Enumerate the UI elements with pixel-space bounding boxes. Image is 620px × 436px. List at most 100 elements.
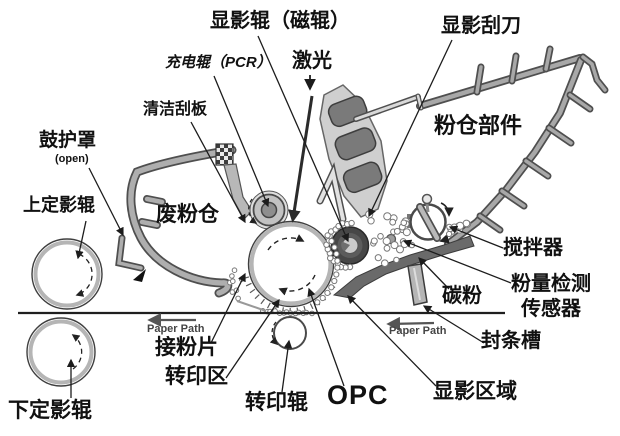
waste-hopper-frame <box>126 145 237 298</box>
label-dev-roller: 显影辊（磁辊） <box>210 10 350 32</box>
drum-fringe-tick <box>266 302 271 309</box>
toner-particle <box>396 245 404 254</box>
hopper-right-fins <box>476 91 594 234</box>
transfer-roller-part <box>269 316 307 350</box>
toner-particle <box>400 219 408 227</box>
seal-slot-bar <box>407 263 428 306</box>
toner-particle <box>383 212 392 221</box>
label-charge-roller: 充电辊（PCR） <box>165 54 272 71</box>
toner-particle <box>230 278 236 285</box>
toner-particle <box>456 221 465 230</box>
leader-charge-roller <box>213 75 270 208</box>
leader-dev-roller <box>257 35 349 243</box>
toner-particle <box>393 227 401 235</box>
label-paper-path-left: Paper Path <box>147 323 205 335</box>
hopper-top-fins <box>473 45 554 96</box>
label-transfer-roller: 转印辊 <box>245 391 308 414</box>
hopper-floor <box>332 235 475 299</box>
toner-particle <box>402 228 411 237</box>
toner-particle <box>333 250 340 257</box>
label-toner: 碳粉 <box>442 285 482 307</box>
label-lower-fuser: 下定影辊 <box>8 399 92 422</box>
toner-particle <box>331 244 338 251</box>
label-dev-area: 显影区域 <box>433 380 517 403</box>
hopper-shell <box>416 45 609 248</box>
drum-shutter-part <box>115 234 145 272</box>
toner-particle <box>381 259 389 268</box>
leader-dev-area <box>347 295 437 387</box>
toner-particle <box>334 257 341 264</box>
label-toner-sensor-1: 粉量检测 <box>511 273 591 295</box>
leader-catch-sheet <box>210 272 246 344</box>
leader-upper-fuser <box>75 220 87 260</box>
dev-roller-part <box>330 226 370 265</box>
leader-lines <box>66 35 512 398</box>
leader-opc <box>307 287 345 387</box>
drum-fringe-tick <box>309 303 314 310</box>
toner-particle <box>333 271 340 278</box>
label-agitator: 搅拌器 <box>503 237 563 259</box>
toner-particle <box>383 244 391 252</box>
leader-transfer-roller <box>281 339 293 393</box>
catch-sheet-part <box>236 300 267 312</box>
leader-drum-shutter <box>88 167 124 237</box>
motion-arrow <box>133 269 146 282</box>
upper-fuser-part <box>31 238 103 310</box>
drum-fringe-tick <box>254 294 260 300</box>
label-dev-blade: 显影刮刀 <box>441 15 521 37</box>
toner-particle <box>331 277 338 285</box>
toner-particle <box>328 238 335 245</box>
toner-particle <box>319 294 326 302</box>
label-paper-path-right: Paper Path <box>389 325 447 337</box>
toner-particle <box>446 230 453 238</box>
leader-transfer-area <box>225 298 280 379</box>
toner-particle <box>374 254 382 262</box>
leader-agitator <box>448 225 504 249</box>
label-hopper-assembly: 粉仓部件 <box>434 113 523 138</box>
toner-particle <box>328 284 335 291</box>
toner-particle <box>348 219 355 227</box>
toner-particle <box>390 241 399 250</box>
toner-particle <box>231 267 238 274</box>
toner-particle <box>324 232 331 239</box>
toner-particle <box>382 237 391 246</box>
drum-fringe-tick <box>249 288 256 294</box>
toner-particle <box>314 299 321 306</box>
label-drum-shutter: 鼓护罩 <box>39 130 97 151</box>
toner-particle <box>377 233 384 240</box>
leader-toner <box>418 257 450 290</box>
label-drum-shutter-state: (open) <box>55 153 89 165</box>
paper-path-arrow-right <box>386 316 435 331</box>
label-toner-sensor-2: 传感器 <box>521 298 581 320</box>
drum-rotation-arc-bottom <box>278 274 316 296</box>
toner-particle <box>324 289 331 296</box>
developer-housing <box>316 84 424 223</box>
label-opc: OPC <box>327 380 389 410</box>
label-upper-fuser: 上定影辊 <box>23 195 95 215</box>
cleaning-blade-part <box>215 143 234 166</box>
label-catch-sheet: 接粉片 <box>155 336 218 359</box>
pcr-rotation-arc <box>248 198 258 224</box>
leader-seal-slot <box>422 305 485 344</box>
leader-dev-blade <box>368 39 453 218</box>
agitator-part <box>407 193 454 244</box>
drum-fringe-tick <box>260 298 265 305</box>
toner-particle <box>367 217 375 225</box>
label-seal-slot: 封条槽 <box>481 330 541 352</box>
toner-particle <box>393 256 400 264</box>
toner-particle <box>334 264 341 271</box>
toner-particle <box>229 273 235 279</box>
laser-beam <box>288 95 314 223</box>
toner-particle <box>389 218 397 226</box>
label-cleaning-blade: 清洁刮板 <box>143 101 208 118</box>
label-waste-hopper: 废粉仓 <box>156 203 219 226</box>
drum-fringe-tick <box>245 282 252 287</box>
label-laser: 激光 <box>292 50 332 72</box>
toner-particle <box>370 237 378 245</box>
label-transfer-area: 转印区 <box>165 365 228 388</box>
toner-particle <box>235 295 241 302</box>
lower-fuser-part <box>26 317 96 387</box>
leader-toner-sensor <box>402 239 512 284</box>
